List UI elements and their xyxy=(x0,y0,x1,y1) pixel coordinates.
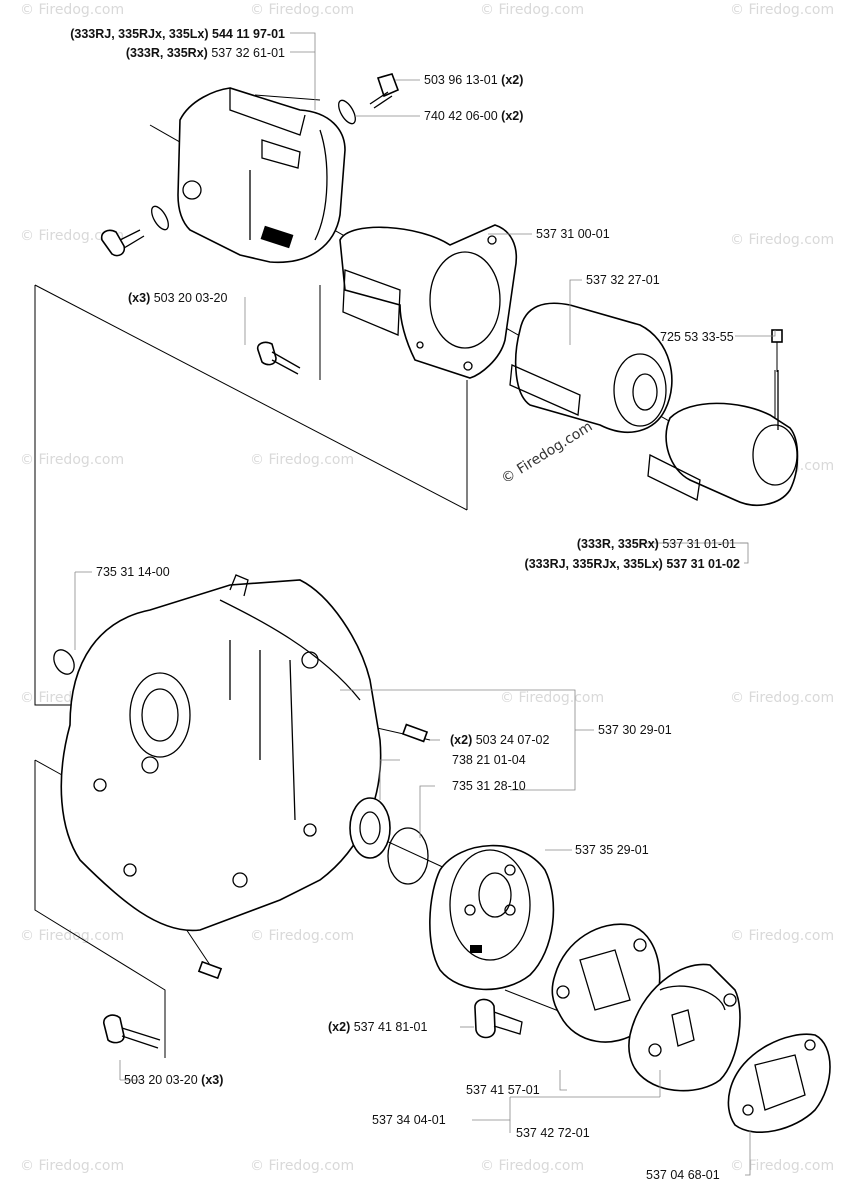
screw-bottom xyxy=(103,1014,161,1049)
screw-lower xyxy=(100,229,145,257)
watermark: © Firedog.com xyxy=(480,2,584,18)
part-labels: (333RJ, 335RJx, 335Lx) 544 11 97-01 (333… xyxy=(70,27,740,1182)
label-clamp-b: (333RJ, 335RJx, 335Lx) 537 31 01-02 xyxy=(525,557,740,571)
label-heat-shield: 537 31 00-01 xyxy=(536,227,610,241)
label-clamp-a: (333R, 335Rx) 537 31 01-01 xyxy=(577,537,736,551)
clutch-drum xyxy=(429,844,555,991)
watermark: © Firedog.com xyxy=(20,228,124,244)
watermark: © Firedog.com xyxy=(730,232,834,248)
clutch xyxy=(628,963,741,1092)
watermark: © Firedog.com xyxy=(730,690,834,706)
watermark: © Firedog.com xyxy=(20,928,124,944)
retaining-ring xyxy=(387,827,429,885)
label-screw-top: 503 96 13-01 (x2) xyxy=(424,73,523,87)
screw-left xyxy=(256,341,301,375)
label-spring: 537 42 72-01 xyxy=(516,1126,590,1140)
label-screw-bottom: 503 20 03-20 (x3) xyxy=(124,1073,223,1087)
label-bolt: 725 53 33-55 xyxy=(660,330,734,344)
shoulder-screw xyxy=(474,998,523,1039)
bearing xyxy=(349,797,391,859)
crankcase xyxy=(60,574,382,932)
label-clutch: 537 34 04-01 xyxy=(372,1113,446,1127)
watermark: © Firedog.com xyxy=(20,2,124,18)
watermark: © Firedog.com xyxy=(250,2,354,18)
label-clutch-drum: 537 35 29-01 xyxy=(575,843,649,857)
watermark: © Firedog.com xyxy=(500,690,604,706)
screw-upper xyxy=(369,73,400,109)
label-retaining-ring: 735 31 28-10 xyxy=(452,779,526,793)
watermark: © Firedog.com xyxy=(730,928,834,944)
o-ring-lower xyxy=(151,205,169,231)
watermark: © Firedog.com xyxy=(730,2,834,18)
pin-upper xyxy=(401,723,429,743)
o-ring-upper xyxy=(338,99,356,125)
heat-shield xyxy=(339,224,517,379)
label-crankcase: 537 30 29-01 xyxy=(598,723,672,737)
cylinder xyxy=(509,302,673,433)
watermark-center: © Firedog.com xyxy=(499,419,596,488)
watermark: © Firedog.com xyxy=(480,1158,584,1174)
watermark: © Firedog.com xyxy=(730,1158,834,1174)
pin-lower xyxy=(197,960,223,980)
label-pin: (x2) 503 24 07-02 xyxy=(450,733,549,747)
snap-ring xyxy=(53,649,75,675)
watermark: © Firedog.com xyxy=(20,1158,124,1174)
clutch-plate xyxy=(727,1033,831,1133)
label-screw-left: (x3) 503 20 03-20 xyxy=(128,291,227,305)
label-snap-ring: 735 31 14-00 xyxy=(96,565,170,579)
watermark: © Firedog.com xyxy=(250,452,354,468)
watermark: © Firedog.com xyxy=(250,928,354,944)
label-cover-b: (333R, 335Rx) 537 32 61-01 xyxy=(126,46,285,60)
label-clutch-plate: 537 04 68-01 xyxy=(646,1168,720,1182)
label-bearing: 738 21 01-04 xyxy=(452,753,526,767)
assembly-box-lines xyxy=(34,284,468,1058)
leader-lines xyxy=(74,32,776,1176)
label-cover-a: (333RJ, 335RJx, 335Lx) 544 11 97-01 xyxy=(70,27,285,41)
label-shoulder-screw: (x2) 537 41 81-01 xyxy=(328,1020,427,1034)
label-oring: 740 42 06-00 (x2) xyxy=(424,109,523,123)
watermark: © Firedog.com xyxy=(250,1158,354,1174)
intake-clamp xyxy=(647,370,799,506)
cylinder-cover xyxy=(177,87,346,264)
label-washer: 537 41 57-01 xyxy=(466,1083,540,1097)
label-cylinder: 537 32 27-01 xyxy=(586,273,660,287)
watermark: © Firedog.com xyxy=(20,452,124,468)
